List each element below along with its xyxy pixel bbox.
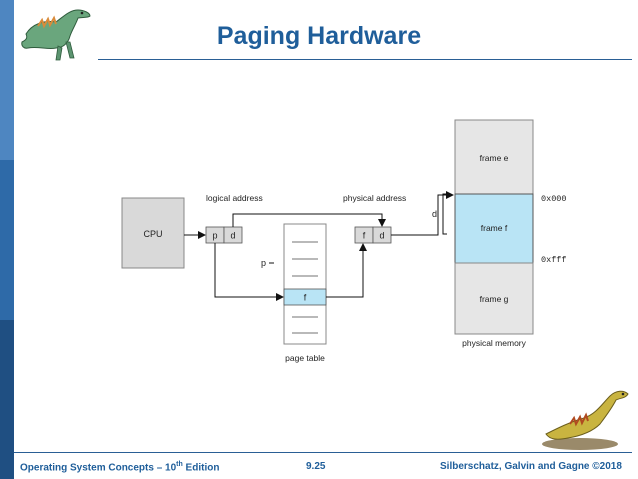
- footer-divider: [14, 452, 632, 453]
- frame-g-label: frame g: [480, 294, 509, 304]
- physical-f-label: f: [363, 231, 366, 241]
- frame-e-label: frame e: [480, 153, 509, 163]
- page-table-label: page table: [285, 353, 325, 363]
- footer-book-sup: th: [176, 461, 183, 468]
- dinosaur-logo: [21, 9, 91, 61]
- address-start-label: 0x000: [541, 194, 567, 204]
- physical-d-label: d: [379, 231, 384, 241]
- frame-f: [454, 193, 534, 264]
- address-end-label: 0xfff: [541, 255, 567, 265]
- d-offset-label: d: [432, 209, 437, 219]
- d-offset-path: [232, 213, 386, 227]
- p-to-page-table-path: [214, 243, 284, 301]
- footer-left: Operating System Concepts – 10th Edition: [20, 461, 219, 473]
- logical-d-label: d: [230, 231, 235, 241]
- dinosaur-logo-bottom: [542, 390, 629, 450]
- d-offset-bracket: [442, 193, 447, 235]
- physical-address-label: physical address: [343, 193, 406, 203]
- logical-p-label: p: [212, 231, 217, 241]
- footer-book-suffix: Edition: [182, 462, 220, 474]
- frame-e: [454, 119, 534, 195]
- p-pointer-label: p: [261, 258, 266, 268]
- cpu-label: CPU: [143, 229, 162, 239]
- physical-memory-label: physical memory: [462, 338, 527, 348]
- sidebar-stripe: [0, 0, 14, 479]
- frame-g: [454, 262, 534, 335]
- page-table: [283, 223, 327, 345]
- f-to-physical-path: [326, 243, 367, 298]
- page-title: Paging Hardware: [216, 22, 422, 50]
- physical-to-memory-path: [391, 191, 454, 236]
- page-number: 9.25: [306, 461, 326, 472]
- frame-f-label: frame f: [481, 223, 508, 233]
- cpu-box: [121, 197, 185, 269]
- footer-copyright: Silberschatz, Galvin and Gagne ©2018: [440, 461, 622, 472]
- title-divider: [98, 59, 632, 60]
- logical-address-label: logical address: [206, 193, 263, 203]
- page-table-entry-label: f: [304, 293, 307, 303]
- footer-book-prefix: Operating System Concepts – 10: [20, 462, 177, 474]
